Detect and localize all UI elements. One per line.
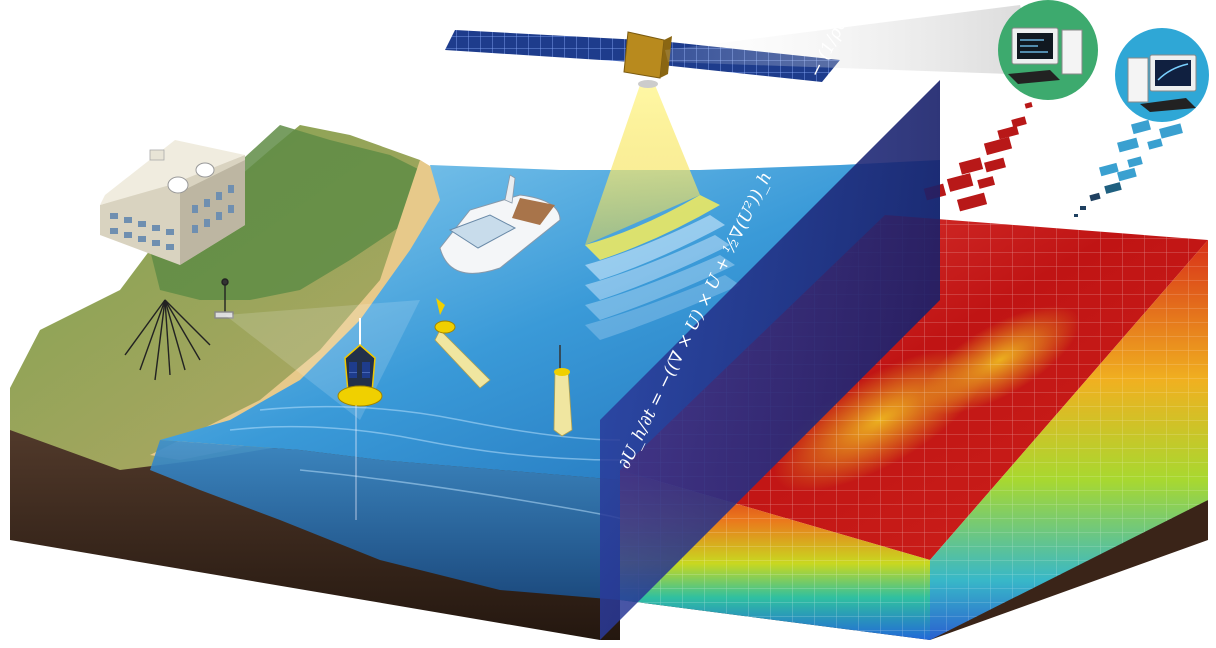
ship-icon: [439, 174, 561, 274]
buoy-icon: [337, 318, 383, 520]
sand-beach: [150, 160, 480, 460]
monitor-computer-green: [998, 0, 1098, 100]
antenna-icon: [124, 278, 234, 381]
red-data-packets: [923, 102, 1033, 212]
building-icon: [100, 140, 245, 265]
glider-icon: [553, 345, 573, 437]
model-grid-top-cells: [620, 215, 1208, 560]
equation-panel: [600, 80, 940, 640]
data-link-cone: [665, 5, 1040, 75]
monitor-computer-blue: [1115, 28, 1209, 122]
green-hills: [150, 125, 430, 300]
glider-icon: [434, 298, 491, 389]
blue-data-packets: [1074, 119, 1183, 217]
sensed-layers: [585, 195, 740, 340]
ocean-front-face: [150, 440, 620, 600]
model-grid-side-cells: [930, 240, 1208, 640]
satellite-beam: [585, 85, 700, 245]
